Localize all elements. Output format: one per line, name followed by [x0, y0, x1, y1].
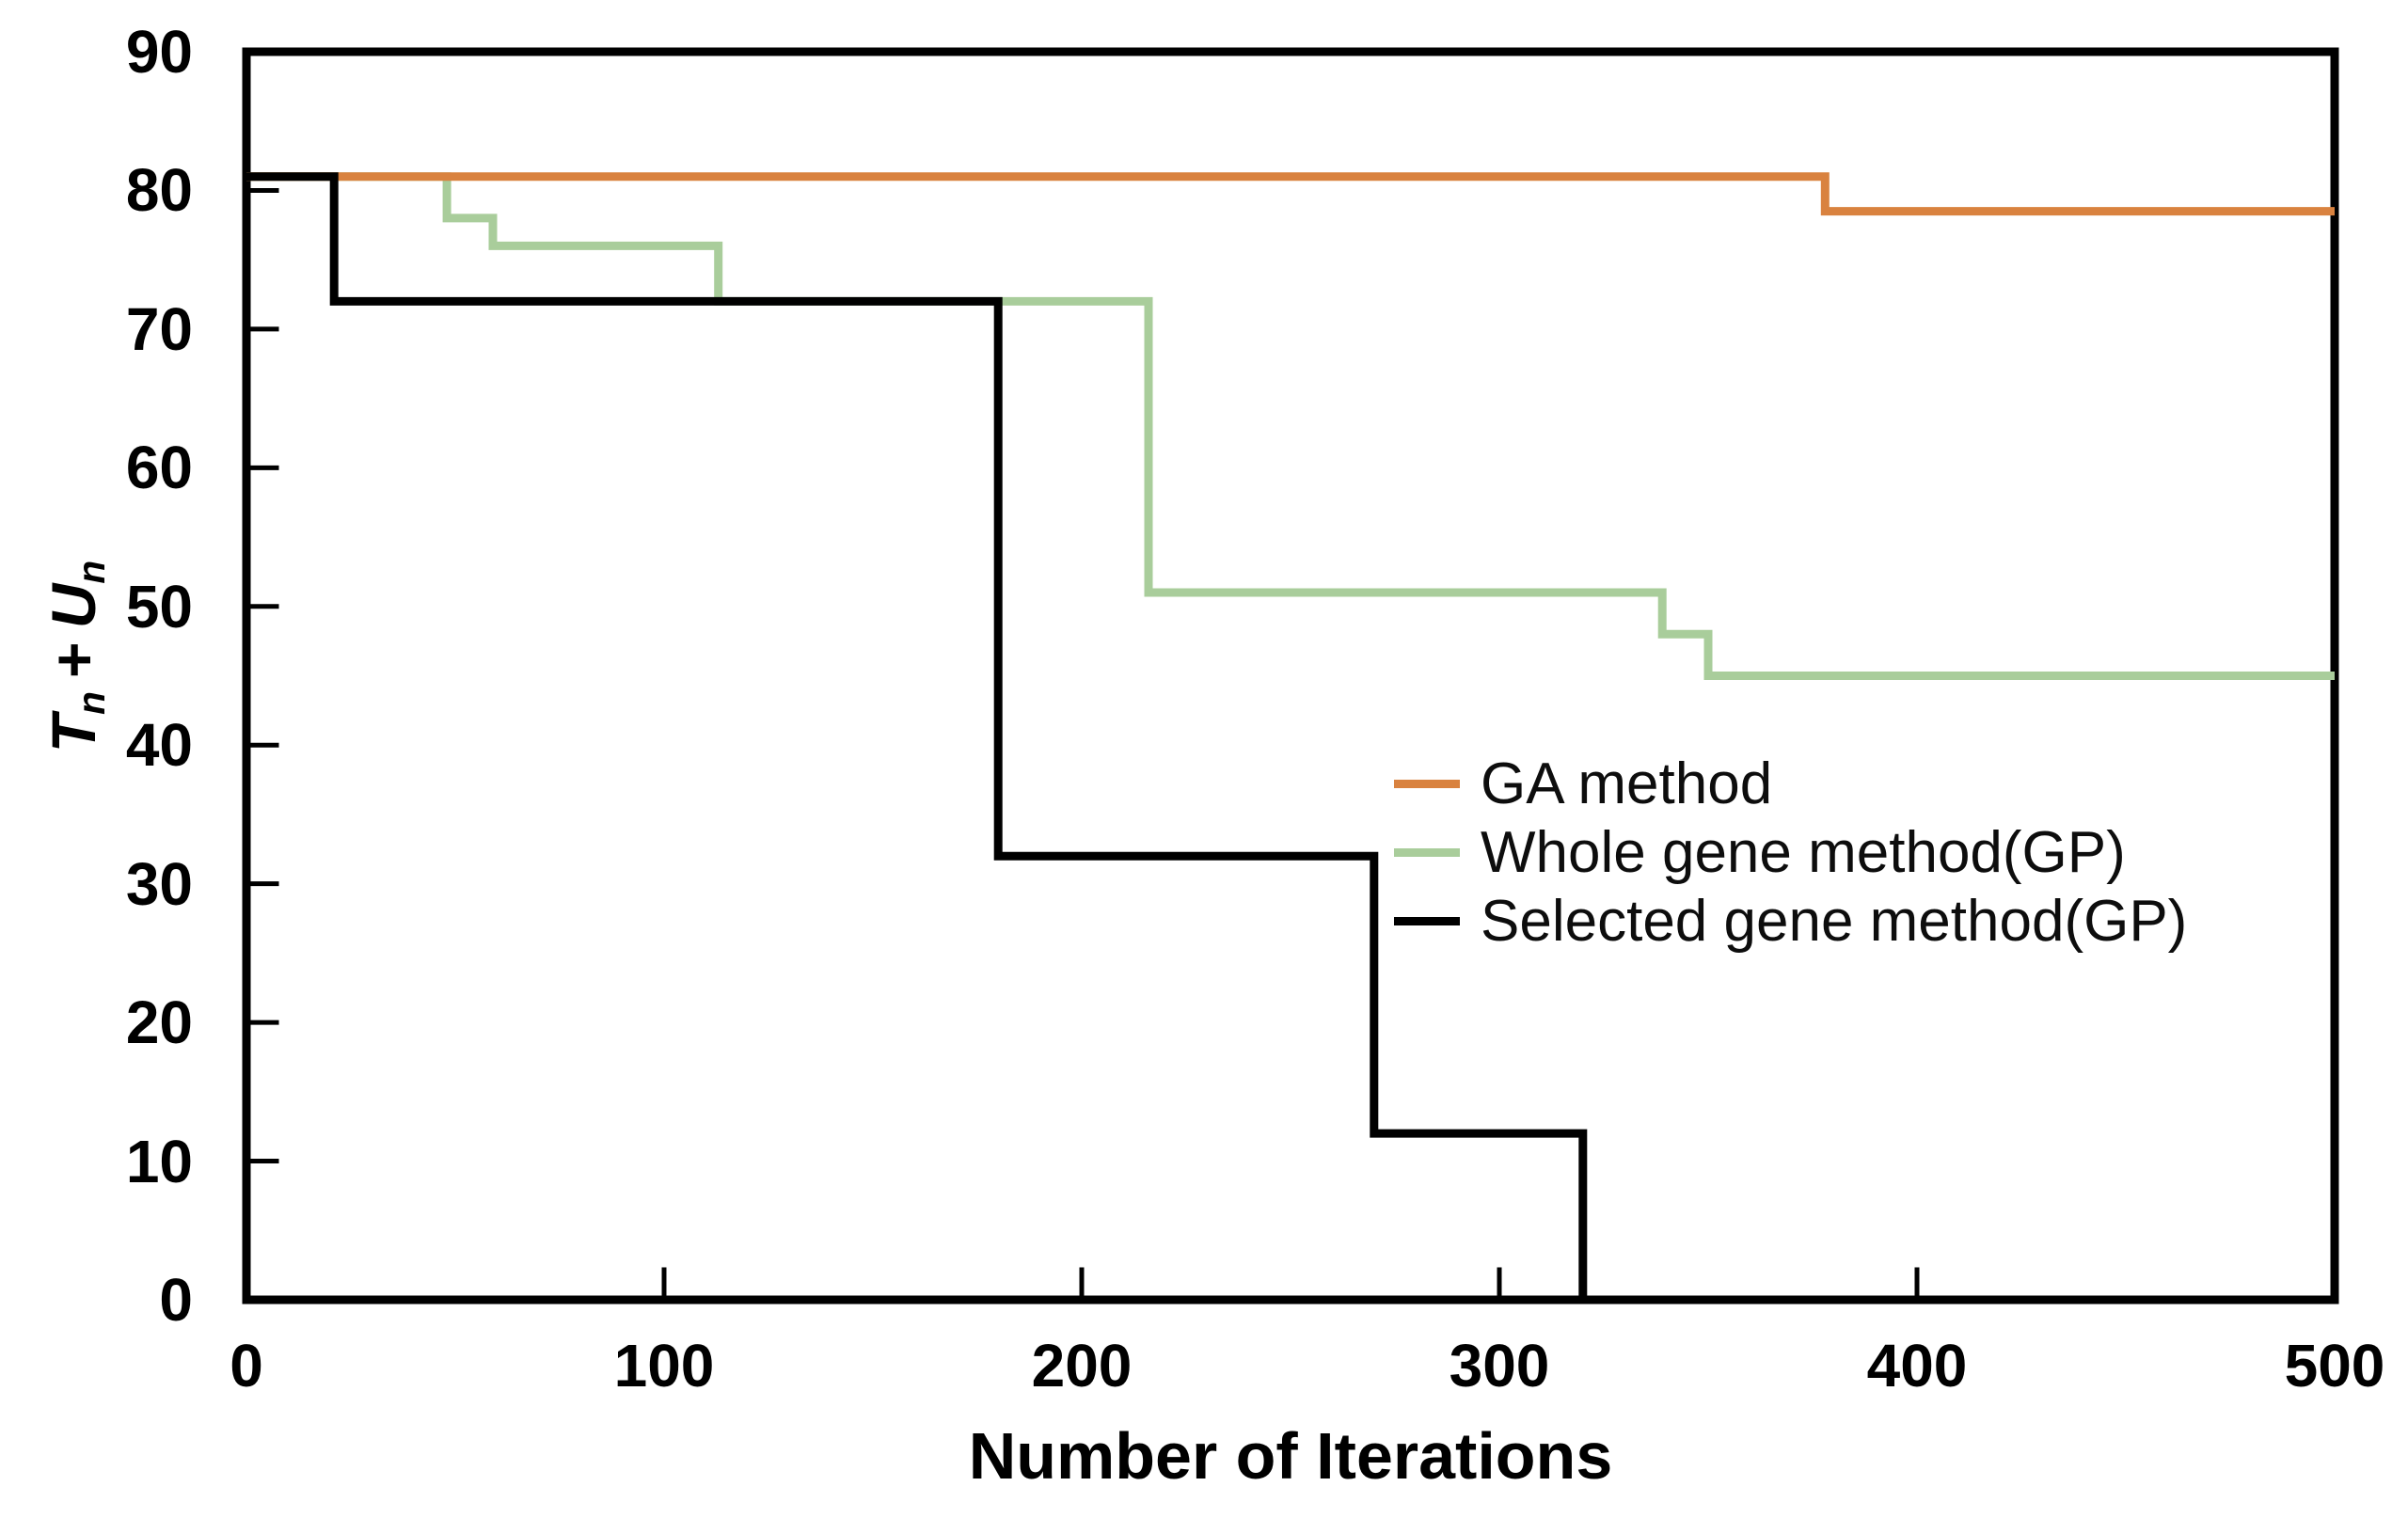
legend-label-ga-method: GA method — [1481, 751, 1773, 816]
y-tick-label-40: 40 — [125, 711, 193, 780]
y-tick-label-70: 70 — [125, 294, 193, 363]
x-axis-title: Number of Iterations — [968, 1419, 1613, 1493]
x-tick-label-500: 500 — [2284, 1332, 2385, 1399]
y-tick-label-90: 90 — [125, 18, 193, 86]
y-axis-operator: + — [39, 641, 108, 678]
series-line-selected-gene-method-gp — [246, 172, 1588, 1300]
x-tick-label-200: 200 — [1031, 1332, 1133, 1399]
x-tick-label-300: 300 — [1449, 1332, 1550, 1399]
legend-swatch-selected-gene-method-gp — [1394, 917, 1460, 925]
legend-item-whole-gene-method-gp: Whole gene method(GP) — [1394, 818, 2187, 887]
legend-label-whole-gene-method-gp: Whole gene method(GP) — [1481, 820, 2126, 885]
legend-item-selected-gene-method-gp: Selected gene method(GP) — [1394, 887, 2187, 956]
y-tick-label-10: 10 — [125, 1127, 193, 1195]
y-tick-label-30: 30 — [125, 849, 193, 918]
legend-item-ga-method: GA method — [1394, 750, 2187, 818]
x-tick-label-400: 400 — [1866, 1332, 1968, 1399]
y-tick-label-80: 80 — [125, 156, 193, 225]
y-tick-label-20: 20 — [125, 988, 193, 1057]
y-tick-label-50: 50 — [125, 572, 193, 640]
x-tick-label-0: 0 — [230, 1332, 263, 1399]
y-tick-label-60: 60 — [125, 434, 193, 502]
legend-label-selected-gene-method-gp: Selected gene method(GP) — [1481, 889, 2188, 954]
series-line-whole-gene-method-gp — [246, 172, 2335, 680]
series-line-ga-method — [246, 172, 2335, 216]
y-tick-label-0: 0 — [159, 1266, 193, 1334]
legend-swatch-ga-method — [1394, 780, 1460, 788]
x-tick-label-100: 100 — [613, 1332, 715, 1399]
legend-swatch-whole-gene-method-gp — [1394, 848, 1460, 857]
